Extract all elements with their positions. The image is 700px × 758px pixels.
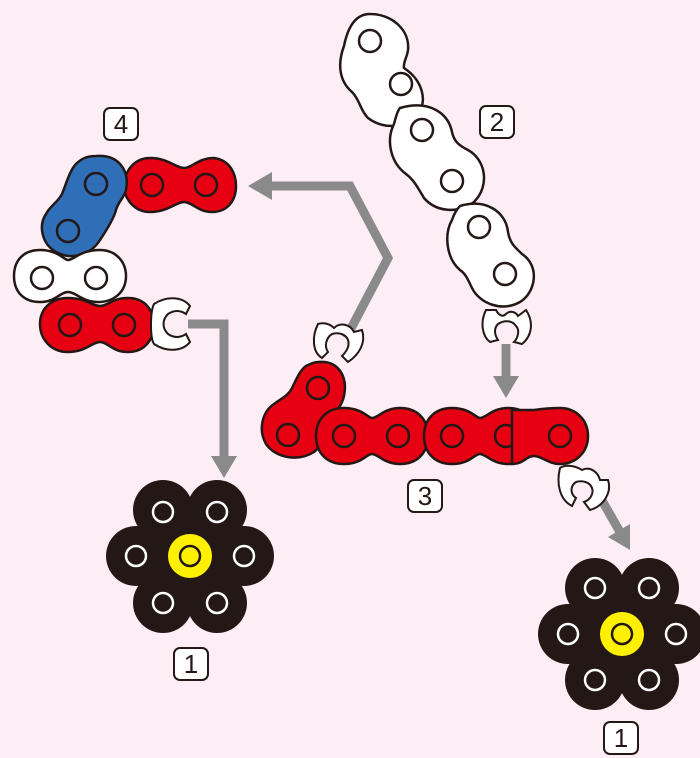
- step-label-1-right: 1: [603, 721, 639, 755]
- step-number-1-right: 1: [614, 723, 628, 753]
- step-label-2: 2: [479, 105, 515, 139]
- step-number-3: 3: [418, 481, 432, 511]
- step-number-2: 2: [490, 107, 504, 137]
- chain-clip-icon: [150, 297, 192, 351]
- arrow-3-to-1-head-icon: [608, 524, 630, 550]
- chain-link-red-icon: [122, 156, 238, 214]
- chain-2: [338, 12, 536, 346]
- chain-4: [12, 154, 238, 354]
- sprocket-left-icon: [106, 480, 274, 633]
- arrow-2-to-3-head-icon: [493, 376, 519, 398]
- step-label-3: 3: [407, 479, 443, 513]
- sprocket-right-icon: [538, 558, 700, 710]
- chain-clip-icon: [557, 464, 610, 512]
- arrows: [188, 172, 630, 550]
- arrow-3-to-4-icon: [270, 181, 394, 341]
- chain-link-red-icon: [38, 296, 156, 354]
- chain-link-red-icon: [314, 406, 430, 466]
- chain-link-white-icon: [388, 104, 486, 211]
- arrow-4-to-1-icon: [188, 319, 229, 458]
- step-label-4: 4: [103, 107, 139, 141]
- arrow-4-to-1-head-icon: [211, 456, 237, 478]
- chain-3: [260, 322, 610, 512]
- step-label-1-left: 1: [173, 647, 209, 681]
- arrow-3-to-4-head-icon: [248, 172, 272, 200]
- chain-clip-icon: [312, 322, 365, 364]
- step-number-1-left: 1: [184, 649, 198, 679]
- step-number-4: 4: [114, 109, 128, 139]
- chain-clip-icon: [481, 308, 532, 346]
- chain-link-red-icon: [422, 406, 538, 466]
